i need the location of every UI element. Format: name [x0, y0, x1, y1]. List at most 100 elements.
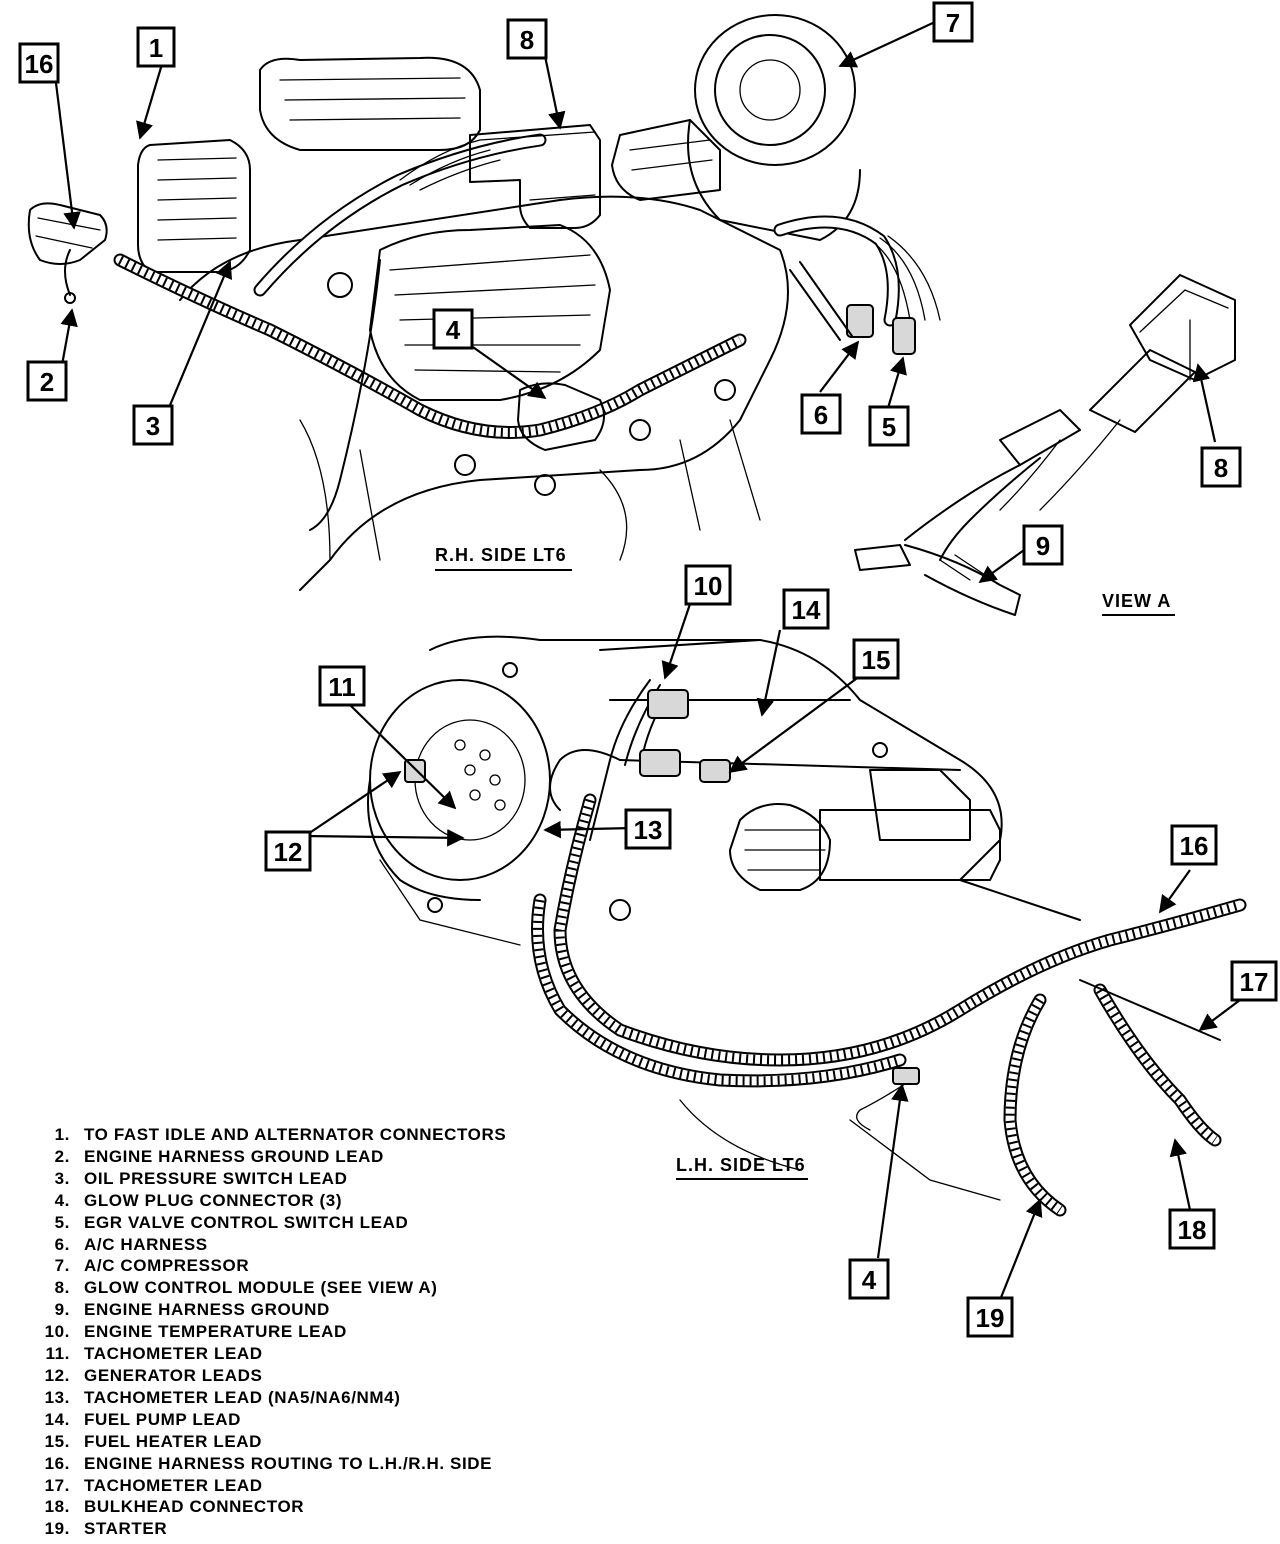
- callout-6: 6: [800, 393, 842, 435]
- svg-text:2: 2: [40, 367, 54, 397]
- legend-item: 13. TACHOMETER LEAD (NA5/NA6/NM4): [20, 1387, 640, 1409]
- legend-item: 18. BULKHEAD CONNECTOR: [20, 1496, 640, 1518]
- legend-item: 2. ENGINE HARNESS GROUND LEAD: [20, 1146, 640, 1168]
- legend-item-number: 16.: [44, 1453, 70, 1473]
- legend-item-text: GLOW PLUG CONNECTOR (3): [84, 1190, 343, 1210]
- callout-19: 19: [966, 1296, 1014, 1338]
- legend-item: 14.FUEL PUMP LEAD: [20, 1409, 640, 1431]
- legend-item-text: A/C HARNESS: [84, 1234, 208, 1254]
- legend-item-text: BULKHEAD CONNECTOR: [84, 1497, 305, 1517]
- callout-10: 10: [684, 564, 732, 606]
- callout-8-top: 8: [506, 18, 548, 60]
- legend-item-text: TACHOMETER LEAD: [84, 1344, 263, 1364]
- legend-item-number: 5.: [54, 1212, 70, 1232]
- callouts: 16 1 8 7 2 3 4 6: [18, 1, 1278, 1338]
- svg-text:7: 7: [946, 8, 960, 38]
- callout-12: 12: [264, 830, 312, 872]
- legend-item: 17. TACHOMETER LEAD: [20, 1475, 640, 1497]
- legend-item-text: GLOW CONTROL MODULE (SEE VIEW A): [84, 1278, 438, 1298]
- legend-item-text: ENGINE HARNESS ROUTING TO L.H./R.H. SIDE: [84, 1453, 493, 1473]
- callout-16-top: 16: [18, 42, 60, 84]
- callout-11: 11: [318, 665, 366, 707]
- legend-item-number: 7.: [54, 1256, 70, 1276]
- callout-17: 17: [1230, 960, 1278, 1002]
- legend-item-number: 14.: [44, 1409, 70, 1429]
- svg-text:5: 5: [882, 412, 896, 442]
- callout-9: 9: [1022, 524, 1064, 566]
- legend-item-number: 17.: [44, 1475, 70, 1495]
- view-labels: R.H. SIDE LT6 VIEW A L.H. SIDE LT6: [435, 545, 1175, 1180]
- view-label-rh: R.H. SIDE LT6: [435, 545, 567, 565]
- callout-3: 3: [132, 404, 174, 446]
- rh-side-engine-illustration: [27, 14, 941, 591]
- callout-13: 13: [624, 808, 672, 850]
- legend-item-number: 12.: [44, 1365, 70, 1385]
- legend-item-text: ENGINE TEMPERATURE LEAD: [84, 1322, 347, 1342]
- svg-text:16: 16: [1180, 831, 1209, 861]
- legend-item: 1.TO FAST IDLE AND ALTERNATOR CONNECTORS: [20, 1124, 640, 1146]
- legend-item-text: STARTER: [84, 1519, 168, 1539]
- callout-2: 2: [26, 360, 68, 402]
- svg-text:11: 11: [328, 672, 356, 702]
- callout-7: 7: [932, 1, 974, 43]
- svg-text:8: 8: [520, 25, 534, 55]
- view-label-lh: L.H. SIDE LT6: [676, 1155, 806, 1175]
- legend-item: 19. STARTER: [20, 1518, 640, 1540]
- svg-text:12: 12: [274, 837, 303, 867]
- legend-item-number: 10.: [44, 1322, 70, 1342]
- legend-item-number: 8.: [54, 1278, 70, 1298]
- legend-item: 12. GENERATOR LEADS: [20, 1365, 640, 1387]
- leader-lines: [54, 21, 1241, 1301]
- legend-item: 8. GLOW CONTROL MODULE (SEE VIEW A): [20, 1277, 640, 1299]
- legend-item-text: GENERATOR LEADS: [84, 1365, 263, 1385]
- legend-item-text: TACHOMETER LEAD (NA5/NA6/NM4): [84, 1387, 401, 1407]
- callout-4-bottom: 4: [848, 1258, 890, 1300]
- legend-item-number: 18.: [44, 1497, 70, 1517]
- legend-item-number: 13.: [44, 1387, 70, 1407]
- callout-16-bottom: 16: [1170, 824, 1218, 866]
- legend-item-text: TACHOMETER LEAD: [84, 1475, 263, 1495]
- legend-item-text: ENGINE HARNESS GROUND LEAD: [84, 1146, 384, 1166]
- legend-item-number: 11.: [45, 1344, 70, 1364]
- legend-item: 15.FUEL HEATER LEAD: [20, 1431, 640, 1453]
- legend-item: 7.A/C COMPRESSOR: [20, 1255, 640, 1277]
- legend-item-number: 1.: [54, 1125, 70, 1144]
- legend-item-text: ENGINE HARNESS GROUND: [84, 1300, 330, 1320]
- callout-5: 5: [868, 405, 910, 447]
- legend-item: 5. EGR VALVE CONTROL SWITCH LEAD: [20, 1212, 640, 1234]
- svg-text:17: 17: [1240, 967, 1269, 997]
- legend-item-number: 2.: [54, 1146, 70, 1166]
- callout-8-view-a: 8: [1200, 446, 1242, 488]
- legend-item-text: OIL PRESSURE SWITCH LEAD: [84, 1168, 348, 1188]
- legend-item: 3. OIL PRESSURE SWITCH LEAD: [20, 1168, 640, 1190]
- svg-text:1: 1: [149, 33, 163, 63]
- legend-item: 10. ENGINE TEMPERATURE LEAD: [20, 1321, 640, 1343]
- view-label-view-a: VIEW A: [1102, 591, 1171, 611]
- lh-side-engine-illustration: [367, 635, 1247, 1217]
- svg-text:4: 4: [862, 1265, 877, 1295]
- legend-item-number: 9.: [54, 1300, 70, 1320]
- svg-text:19: 19: [976, 1303, 1005, 1333]
- svg-text:9: 9: [1036, 531, 1050, 561]
- svg-text:16: 16: [25, 49, 54, 79]
- legend-item: 16. ENGINE HARNESS ROUTING TO L.H./R.H. S…: [20, 1453, 640, 1475]
- callout-14: 14: [782, 588, 830, 630]
- callout-4-top: 4: [432, 308, 474, 350]
- legend-item-text: FUEL HEATER LEAD: [84, 1431, 263, 1451]
- callout-15: 15: [852, 638, 900, 680]
- legend-item-number: 3.: [54, 1168, 70, 1188]
- legend-item-text: EGR VALVE CONTROL SWITCH LEAD: [84, 1212, 409, 1232]
- legend-item-number: 4.: [54, 1190, 70, 1210]
- legend-item-number: 6.: [54, 1234, 70, 1254]
- svg-text:4: 4: [446, 315, 461, 345]
- legend-item: 4. GLOW PLUG CONNECTOR (3): [20, 1190, 640, 1212]
- svg-text:14: 14: [792, 595, 821, 625]
- legend-item-number: 19.: [44, 1519, 70, 1539]
- svg-text:6: 6: [814, 400, 828, 430]
- svg-text:3: 3: [146, 411, 160, 441]
- svg-text:8: 8: [1214, 453, 1228, 483]
- callout-18: 18: [1168, 1208, 1216, 1250]
- svg-text:15: 15: [862, 645, 891, 675]
- svg-text:18: 18: [1178, 1215, 1207, 1245]
- callout-1: 1: [136, 26, 176, 68]
